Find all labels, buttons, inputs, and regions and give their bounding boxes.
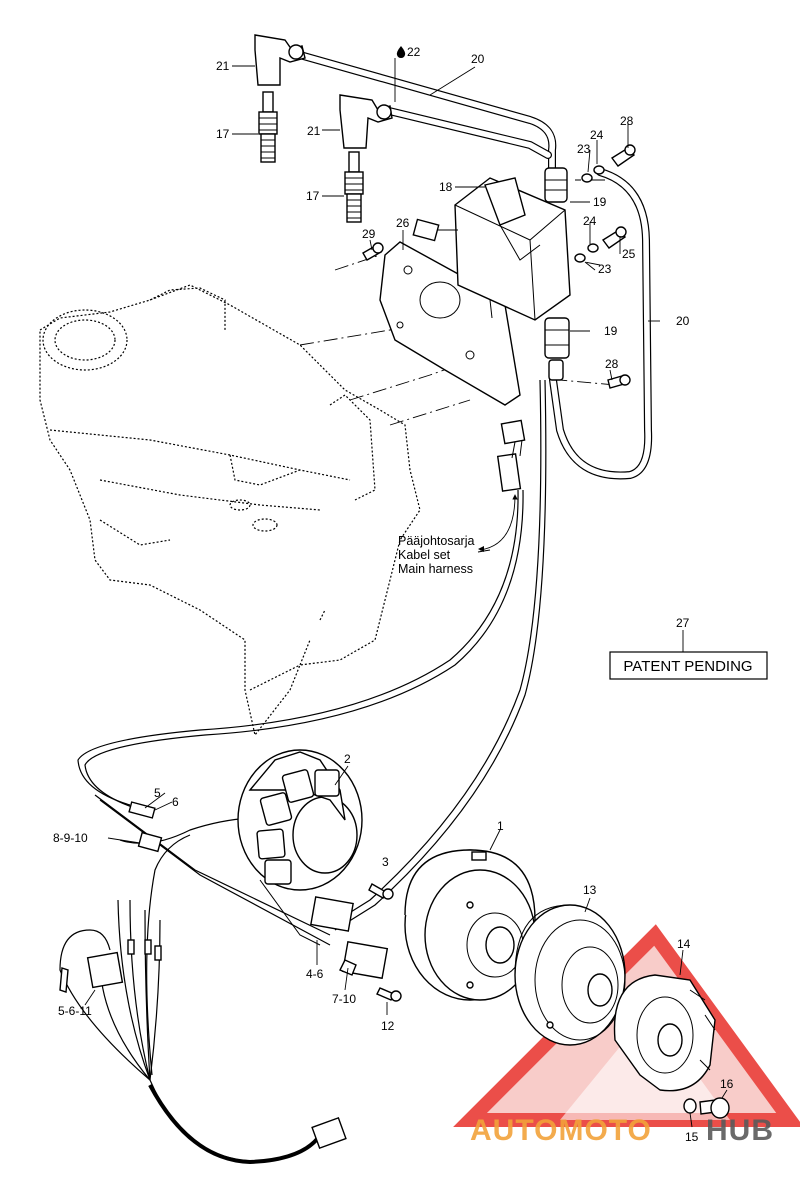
callout-27: 27 <box>676 616 690 630</box>
callout-26: 26 <box>396 216 410 230</box>
oil-tank <box>39 284 421 737</box>
callout-2: 2 <box>344 752 351 766</box>
ignition-coil-bracket <box>379 241 521 406</box>
callout-20b: 20 <box>676 314 690 328</box>
callout-28a: 28 <box>620 114 634 128</box>
callout-14: 14 <box>677 937 691 951</box>
watermark-automoto: AUTOMOTO <box>470 1114 652 1147</box>
callout-17a: 17 <box>216 127 230 141</box>
harness-label-german: Kabel set <box>398 548 451 562</box>
cable-boots <box>544 167 570 381</box>
callout-15: 15 <box>685 1130 699 1144</box>
patent-pending-text: PATENT PENDING <box>623 658 752 675</box>
callout-20a: 20 <box>471 52 485 66</box>
callout-19a: 19 <box>593 195 607 209</box>
main-harness-connector <box>496 419 526 492</box>
watermark-text: AUTOMOTO HUB <box>470 1114 774 1147</box>
pulley-bolt <box>683 1097 730 1119</box>
callout-7-10: 7-10 <box>332 992 356 1006</box>
callout-5: 5 <box>154 786 161 800</box>
callout-6: 6 <box>172 795 179 809</box>
spark-plug-caps <box>254 34 393 149</box>
callout-13: 13 <box>583 883 597 897</box>
ht-cables <box>296 51 653 480</box>
patent-pending-box: PATENT PENDING <box>609 651 768 680</box>
callout-3: 3 <box>382 855 389 869</box>
callout-16: 16 <box>720 1077 734 1091</box>
callout-4-6: 4-6 <box>306 967 324 981</box>
ignition-coil <box>412 177 571 321</box>
callout-19b: 19 <box>604 324 618 338</box>
callout-23b: 23 <box>598 262 612 276</box>
callout-24a: 24 <box>590 128 604 142</box>
flywheel <box>404 849 536 1001</box>
callout-labels: 1 2 3 4-6 5 5-6-11 6 7-10 8-9-10 12 13 1… <box>53 45 734 1144</box>
callout-22: 22 <box>407 45 421 59</box>
starting-pulley <box>514 904 626 1046</box>
callout-29: 29 <box>362 227 376 241</box>
main-harness-label: Pääjohtosarja Kabel set Main harness <box>398 534 474 576</box>
oil-drop-icon <box>396 46 406 58</box>
callout-12: 12 <box>381 1019 395 1033</box>
stator <box>237 749 363 946</box>
callout-1: 1 <box>497 819 504 833</box>
callout-8-9-10: 8-9-10 <box>53 831 88 845</box>
harness-label-finnish: Pääjohtosarja <box>398 534 474 548</box>
starter-pulley <box>613 974 716 1092</box>
callout-17b: 17 <box>306 189 320 203</box>
callout-5-6-11: 5-6-11 <box>58 1004 92 1018</box>
callout-23a: 23 <box>577 142 591 156</box>
callout-25: 25 <box>622 247 636 261</box>
callout-21a: 21 <box>216 59 230 73</box>
spark-plugs <box>258 91 364 223</box>
callout-24b: 24 <box>583 214 597 228</box>
leader-lines <box>84 58 728 1128</box>
callout-21b: 21 <box>307 124 321 138</box>
stator-harness <box>59 379 547 1165</box>
watermark-hub: HUB <box>706 1114 774 1147</box>
callout-28b: 28 <box>605 357 619 371</box>
trigger-coils <box>310 896 389 980</box>
callout-18: 18 <box>439 180 453 194</box>
harness-label-english: Main harness <box>398 562 473 576</box>
stator-screws <box>368 883 402 1002</box>
